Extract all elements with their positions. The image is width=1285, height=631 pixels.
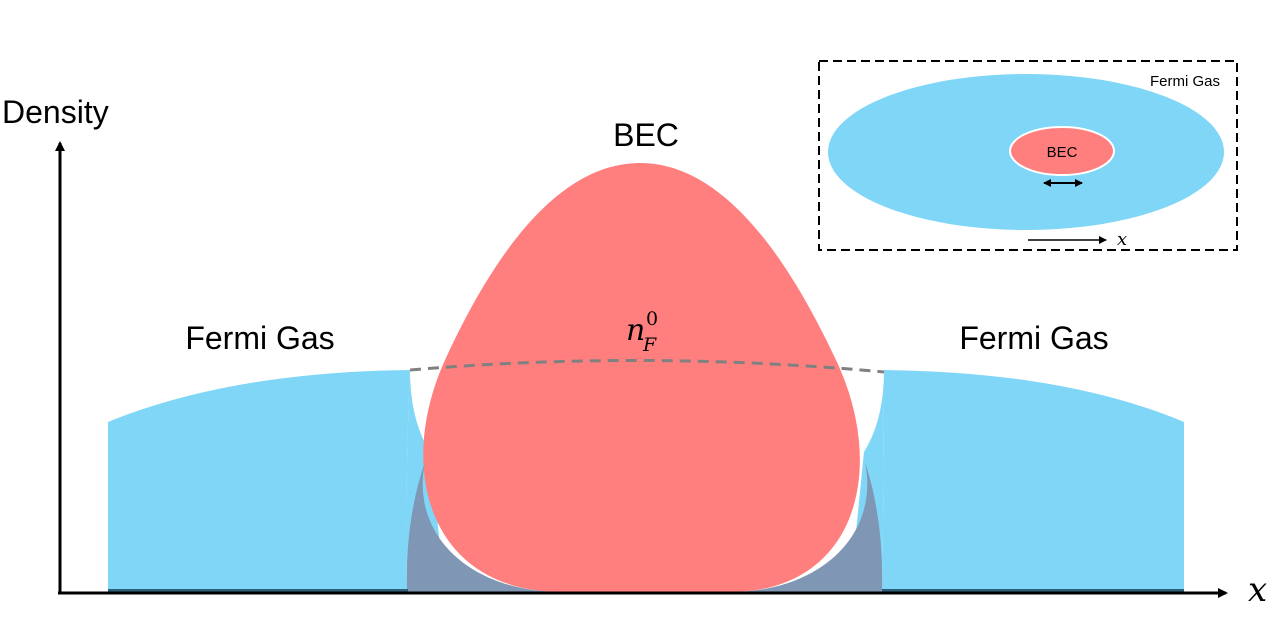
density-symbol: n bbox=[626, 313, 645, 348]
inset-fermi-gas-label: Fermi Gas bbox=[1150, 73, 1220, 90]
bec-label: BEC bbox=[613, 117, 679, 153]
x-axis-label: x bbox=[1248, 570, 1267, 610]
density-superscript: 0 bbox=[646, 308, 658, 330]
inset-x-axis-label: x bbox=[1117, 229, 1127, 250]
baseline-strip-right bbox=[882, 589, 1184, 593]
fermi-profile-dashed-line bbox=[409, 358, 885, 374]
inset-bec-label: BEC bbox=[1047, 144, 1078, 161]
fermi-gas-right-region bbox=[882, 370, 1184, 592]
inset-frame bbox=[818, 60, 1238, 251]
fermi-gas-right-label: Fermi Gas bbox=[959, 320, 1108, 356]
overlap-right-region bbox=[730, 462, 883, 592]
inset-top-view: BEC Fermi Gas x bbox=[818, 60, 1238, 251]
overlap-left-region bbox=[406, 462, 562, 592]
fermi-gas-left-label: Fermi Gas bbox=[185, 320, 334, 356]
y-axis-label: Density bbox=[2, 94, 109, 130]
baseline-strip-left bbox=[108, 589, 408, 593]
fermi-gas-left-region bbox=[108, 370, 410, 592]
density-symbol-nf0: n F 0 bbox=[626, 308, 658, 356]
inset-bec-ellipse bbox=[1009, 126, 1115, 176]
bec-region bbox=[423, 163, 860, 592]
density-subscript: F bbox=[642, 334, 657, 356]
